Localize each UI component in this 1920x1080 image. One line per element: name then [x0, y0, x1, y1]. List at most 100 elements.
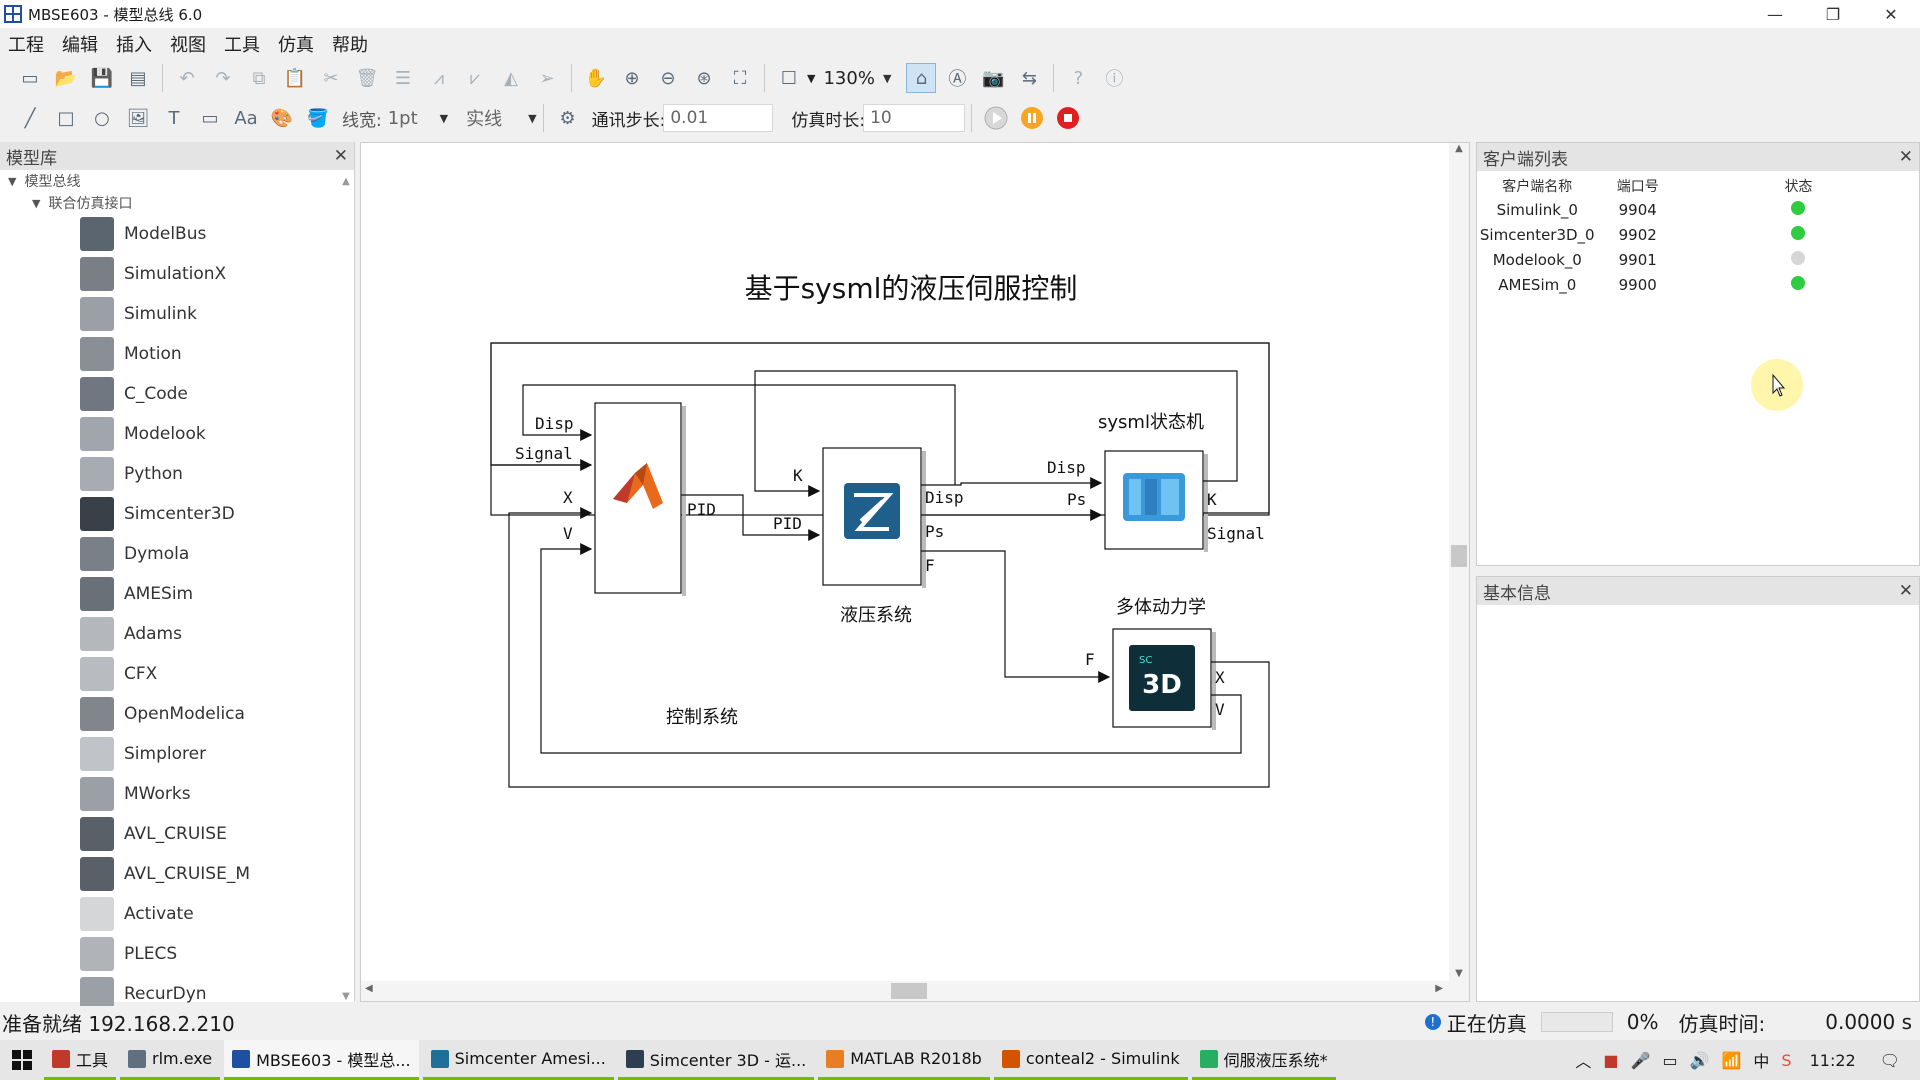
library-item[interactable]: PLECS: [0, 934, 354, 974]
zoom-select[interactable]: ▼130%▼: [807, 67, 892, 89]
library-item[interactable]: AVL_CRUISE: [0, 814, 354, 854]
taskbar-app[interactable]: rlm.exe: [120, 1040, 221, 1080]
text-box-icon[interactable]: Ⓐ: [948, 69, 967, 90]
redo-icon[interactable]: ↷: [215, 67, 231, 89]
duration-input[interactable]: 10: [863, 104, 966, 132]
help-icon[interactable]: ?: [1073, 67, 1084, 89]
step-input[interactable]: 0.01: [663, 104, 774, 132]
line-width-select[interactable]: 1pt▼: [387, 107, 449, 129]
new-file-icon[interactable]: ▭: [21, 67, 39, 89]
battery-icon[interactable]: ▭: [1662, 1050, 1678, 1070]
library-item[interactable]: MWorks: [0, 774, 354, 814]
menu-tools[interactable]: 工具: [224, 35, 260, 56]
close-panel-icon[interactable]: ✕: [333, 146, 348, 166]
pan-hand-icon[interactable]: ✋: [584, 67, 608, 89]
list-icon[interactable]: ☰: [394, 67, 412, 89]
library-item[interactable]: Adams: [0, 614, 354, 654]
zoom-out-icon[interactable]: ⊖: [660, 67, 676, 89]
taskbar-app[interactable]: MATLAB R2018b: [818, 1040, 990, 1080]
library-item[interactable]: Dymola: [0, 534, 354, 574]
zoom-center-icon[interactable]: ⊛: [696, 67, 712, 89]
taskbar-app[interactable]: 工具: [44, 1040, 117, 1080]
minimize-button[interactable]: —: [1767, 4, 1783, 24]
menu-edit[interactable]: 编辑: [62, 35, 98, 56]
ime-indicator[interactable]: 中: [1753, 1052, 1770, 1071]
play-icon[interactable]: [981, 103, 1011, 133]
text-tool-icon[interactable]: T: [168, 107, 180, 129]
frame-tool-icon[interactable]: ▭: [201, 107, 219, 129]
library-item[interactable]: Modelook: [0, 414, 354, 454]
menu-insert[interactable]: 插入: [116, 35, 152, 56]
library-item[interactable]: Simcenter3D: [0, 494, 354, 534]
microphone-icon[interactable]: 🎤: [1630, 1050, 1651, 1070]
menu-project[interactable]: 工程: [8, 35, 44, 56]
volume-icon[interactable]: 🔊: [1689, 1050, 1710, 1070]
select-rect-icon[interactable]: ☐: [780, 67, 798, 89]
close-info-panel-icon[interactable]: ✕: [1898, 581, 1913, 601]
wifi-icon[interactable]: 📶: [1721, 1050, 1742, 1070]
diagram-canvas[interactable]: 基于sysml的液压伺服控制 控制系统 液压系统 sysml状态机: [360, 142, 1470, 1002]
taskbar-app[interactable]: MBSE603 - 模型总...: [224, 1040, 419, 1080]
library-item[interactable]: CFX: [0, 654, 354, 694]
library-item[interactable]: AMESim: [0, 574, 354, 614]
library-item[interactable]: Activate: [0, 894, 354, 934]
clock-time[interactable]: 11:22: [1809, 1050, 1856, 1070]
library-item[interactable]: RecurDyn: [0, 974, 354, 1014]
antivirus-icon[interactable]: S: [1781, 1050, 1792, 1070]
library-item[interactable]: Simulink: [0, 294, 354, 334]
font-tool-icon[interactable]: Aa: [234, 107, 258, 129]
library-item[interactable]: C_Code: [0, 374, 354, 414]
stop-icon[interactable]: [1053, 103, 1083, 133]
cut-icon[interactable]: ✂: [323, 67, 339, 89]
paste-icon[interactable]: 📋: [283, 67, 307, 89]
info-icon[interactable]: ⓘ: [1105, 69, 1124, 90]
menu-view[interactable]: 视图: [170, 35, 206, 56]
library-item[interactable]: Motion: [0, 334, 354, 374]
swap-icon[interactable]: ⇆: [1021, 67, 1037, 89]
tray-app-icon[interactable]: ■: [1603, 1050, 1619, 1070]
control-block[interactable]: [594, 402, 682, 594]
restore-button[interactable]: ❐: [1825, 4, 1841, 24]
flip-icon[interactable]: ◭: [504, 67, 518, 89]
library-item[interactable]: ModelBus: [0, 214, 354, 254]
windows-start-icon[interactable]: [0, 1040, 44, 1080]
image-tool-icon[interactable]: 🖼: [126, 107, 150, 129]
tree-group-node[interactable]: ▼联合仿真接口: [32, 196, 133, 212]
fit-screen-icon[interactable]: ⛶: [733, 67, 747, 89]
notification-icon[interactable]: 🗨: [1879, 1050, 1900, 1070]
send-icon[interactable]: ➢: [539, 67, 555, 89]
library-item[interactable]: Python: [0, 454, 354, 494]
copy-icon[interactable]: ⧉: [252, 67, 266, 89]
zoom-in-icon[interactable]: ⊕: [624, 67, 640, 89]
ellipse-tool-icon[interactable]: ○: [94, 107, 110, 129]
taskbar-app[interactable]: conteal2 - Simulink: [993, 1040, 1188, 1080]
line-style-select[interactable]: 实线▼: [466, 109, 537, 130]
taskbar-app[interactable]: Simcenter Amesi...: [422, 1040, 614, 1080]
library-scrollbar[interactable]: ▲▼: [342, 176, 350, 1002]
tag-icon[interactable]: ⌂: [906, 63, 937, 93]
settings-gear-icon[interactable]: ⚙: [559, 107, 576, 129]
pause-icon[interactable]: [1017, 103, 1047, 133]
save-icon[interactable]: 💾: [90, 67, 114, 89]
library-item[interactable]: OpenModelica: [0, 694, 354, 734]
camera-icon[interactable]: 📷: [982, 67, 1005, 89]
rectangle-tool-icon[interactable]: □: [57, 107, 75, 129]
tree-root-node[interactable]: ▼模型总线: [8, 174, 81, 190]
delete-icon[interactable]: 🗑: [355, 67, 379, 89]
fill-bucket-icon[interactable]: 🪣: [306, 107, 330, 129]
taskbar-app[interactable]: 伺服液压系统*: [1191, 1040, 1336, 1080]
align-icon[interactable]: ⩘: [433, 67, 445, 89]
undo-icon[interactable]: ↶: [179, 67, 195, 89]
library-item[interactable]: AVL_CRUISE_M: [0, 854, 354, 894]
palette-icon[interactable]: 🎨: [270, 107, 294, 129]
taskbar-app[interactable]: Simcenter 3D - 运...: [617, 1040, 815, 1080]
canvas-vertical-scrollbar[interactable]: ▲▼: [1449, 143, 1469, 1001]
library-item[interactable]: Simplorer: [0, 734, 354, 774]
line-tool-icon[interactable]: ╱: [24, 107, 36, 129]
menu-help[interactable]: 帮助: [332, 35, 368, 56]
save-all-icon[interactable]: ▤: [129, 67, 147, 89]
